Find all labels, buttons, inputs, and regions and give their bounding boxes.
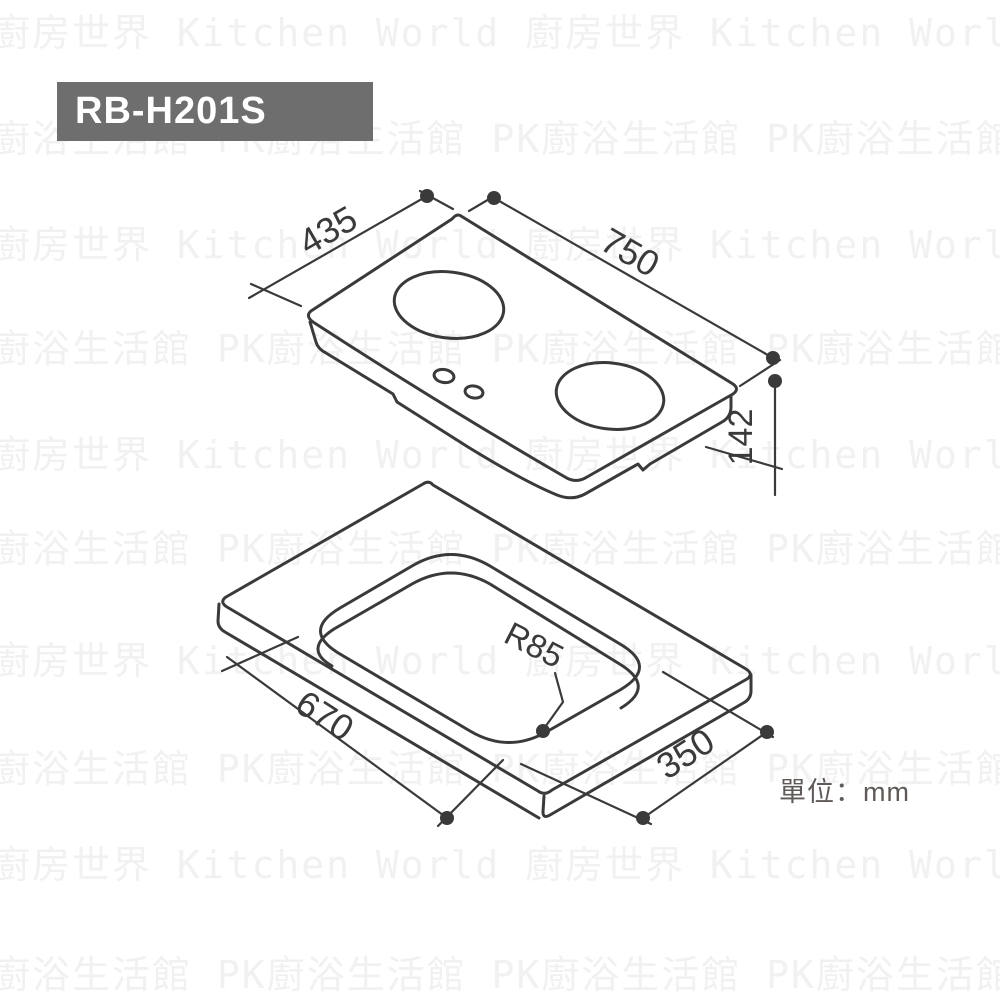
- dim-line-width: [467, 193, 782, 388]
- watermark-row: 廚房世界 Kitchen World 廚房世界 Kitchen World: [0, 11, 1000, 55]
- dim-depth-label: 435: [291, 197, 364, 263]
- dim-height-label: 142: [722, 409, 760, 466]
- dim-line-height: [704, 379, 784, 497]
- dim-line-cutout-length: [220, 635, 505, 828]
- dim-line-depth: [247, 189, 455, 308]
- hob-top-face: [306, 213, 738, 482]
- dim-dot: [440, 811, 454, 825]
- control-hole-right: [463, 384, 485, 400]
- watermark-row: 廚房世界 Kitchen World 廚房世界 Kitchen World: [0, 639, 1000, 683]
- corner-radius-label: R85: [499, 615, 570, 675]
- dim-dot: [636, 811, 650, 825]
- dim-cutout-length-label: 670: [288, 682, 361, 749]
- dim-dot: [760, 725, 774, 739]
- watermark-row: 廚房世界 Kitchen World 廚房世界 Kitchen World: [0, 843, 1000, 887]
- watermark-row: 廚浴生活館 PK廚浴生活館 PK廚浴生活館 PK廚浴生活館: [0, 527, 1000, 571]
- dim-dot: [536, 724, 550, 738]
- model-badge-label: RB-H201S: [75, 90, 267, 132]
- control-hole-left: [432, 367, 456, 385]
- radius-leader-line: [541, 671, 565, 732]
- dim-dot: [766, 351, 780, 365]
- dim-dot: [768, 374, 782, 388]
- cutout-inner-wall: [316, 571, 640, 710]
- model-badge: RB-H201S: [57, 82, 373, 141]
- watermark-row: 廚浴生活館 PK廚浴生活館 PK廚浴生活館 PK廚浴生活館: [0, 953, 1000, 997]
- counter-thickness-left: [216, 602, 541, 820]
- burner-opening-left: [392, 270, 506, 340]
- hob-isometric-view: 435 750 142: [247, 189, 784, 500]
- cutout-opening: [319, 553, 641, 744]
- watermark-row: 廚浴生活館 PK廚浴生活館 PK廚浴生活館 PK廚浴生活館: [0, 327, 1000, 371]
- counter-thickness-right: [541, 673, 753, 818]
- dim-width-label: 750: [594, 219, 667, 285]
- dim-line-cutout-width: [519, 670, 775, 826]
- dim-dot: [487, 191, 501, 205]
- hob-front-skirt: [308, 320, 733, 500]
- watermark-row: 廚房世界 Kitchen World 廚房世界 Kitchen World: [0, 223, 1000, 267]
- units-note: 單位：mm: [779, 777, 910, 807]
- dim-dot: [420, 189, 434, 203]
- counter-cutout-view: 670 350 R85: [216, 480, 775, 828]
- burner-opening-right: [554, 361, 666, 431]
